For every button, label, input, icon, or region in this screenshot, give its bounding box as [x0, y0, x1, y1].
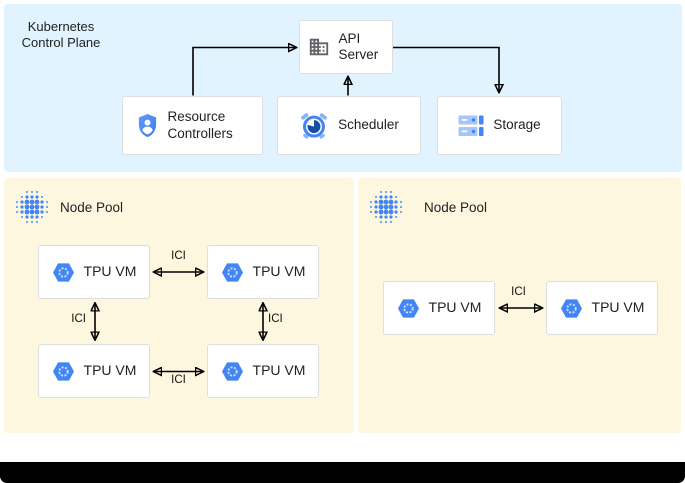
node-pool-right-label: Node Pool: [424, 200, 488, 215]
scheduler-label: Scheduler: [338, 117, 399, 133]
storage-box: Storage: [437, 96, 562, 155]
ici-link-label: ICI: [511, 286, 526, 298]
dot-cluster-icon: [368, 189, 404, 225]
tpu-hexagon-icon: [221, 262, 244, 283]
api-server-box: API Server: [299, 20, 393, 74]
tpu-hexagon-icon: [52, 361, 75, 382]
storage-label: Storage: [493, 117, 541, 133]
resource-controllers-label: Resource Controllers: [167, 109, 233, 141]
ici-link-label: ICI: [71, 313, 86, 325]
server-rack-icon: [458, 115, 484, 137]
scheduler-box: Scheduler: [277, 96, 421, 155]
tpu-vm-label: TPU VM: [428, 299, 482, 316]
tpu-hexagon-icon: [560, 298, 583, 319]
ici-link-label: ICI: [171, 374, 186, 386]
tpu-hexagon-icon: [52, 262, 75, 283]
tpu-vm-box: TPU VM: [38, 344, 150, 398]
ici-link-label: ICI: [268, 313, 283, 325]
tpu-vm-box: TPU VM: [38, 245, 150, 299]
tpu-vm-label: TPU VM: [83, 263, 137, 280]
tpu-vm-label: TPU VM: [252, 263, 306, 280]
ici-link-label: ICI: [171, 250, 186, 262]
building-icon: [308, 36, 330, 58]
alarm-clock-icon: [299, 111, 329, 141]
shield-user-icon: [136, 112, 159, 139]
tpu-hexagon-icon: [221, 361, 244, 382]
tpu-vm-box: TPU VM: [207, 344, 319, 398]
resource-controllers-box: Resource Controllers: [122, 96, 263, 155]
tpu-vm-label: TPU VM: [591, 299, 645, 316]
api-server-label: API Server: [338, 30, 379, 62]
tpu-vm-box: TPU VM: [207, 245, 319, 299]
dot-cluster-icon: [14, 189, 50, 225]
tpu-vm-label: TPU VM: [252, 362, 306, 379]
tpu-vm-box: TPU VM: [546, 281, 658, 335]
tpu-vm-label: TPU VM: [83, 362, 137, 379]
bottom-black-bar: [0, 462, 685, 483]
tpu-vm-box: TPU VM: [383, 281, 495, 335]
control-plane-title: Kubernetes Control Plane: [21, 19, 101, 50]
node-pool-left-label: Node Pool: [60, 200, 124, 215]
tpu-hexagon-icon: [397, 298, 420, 319]
